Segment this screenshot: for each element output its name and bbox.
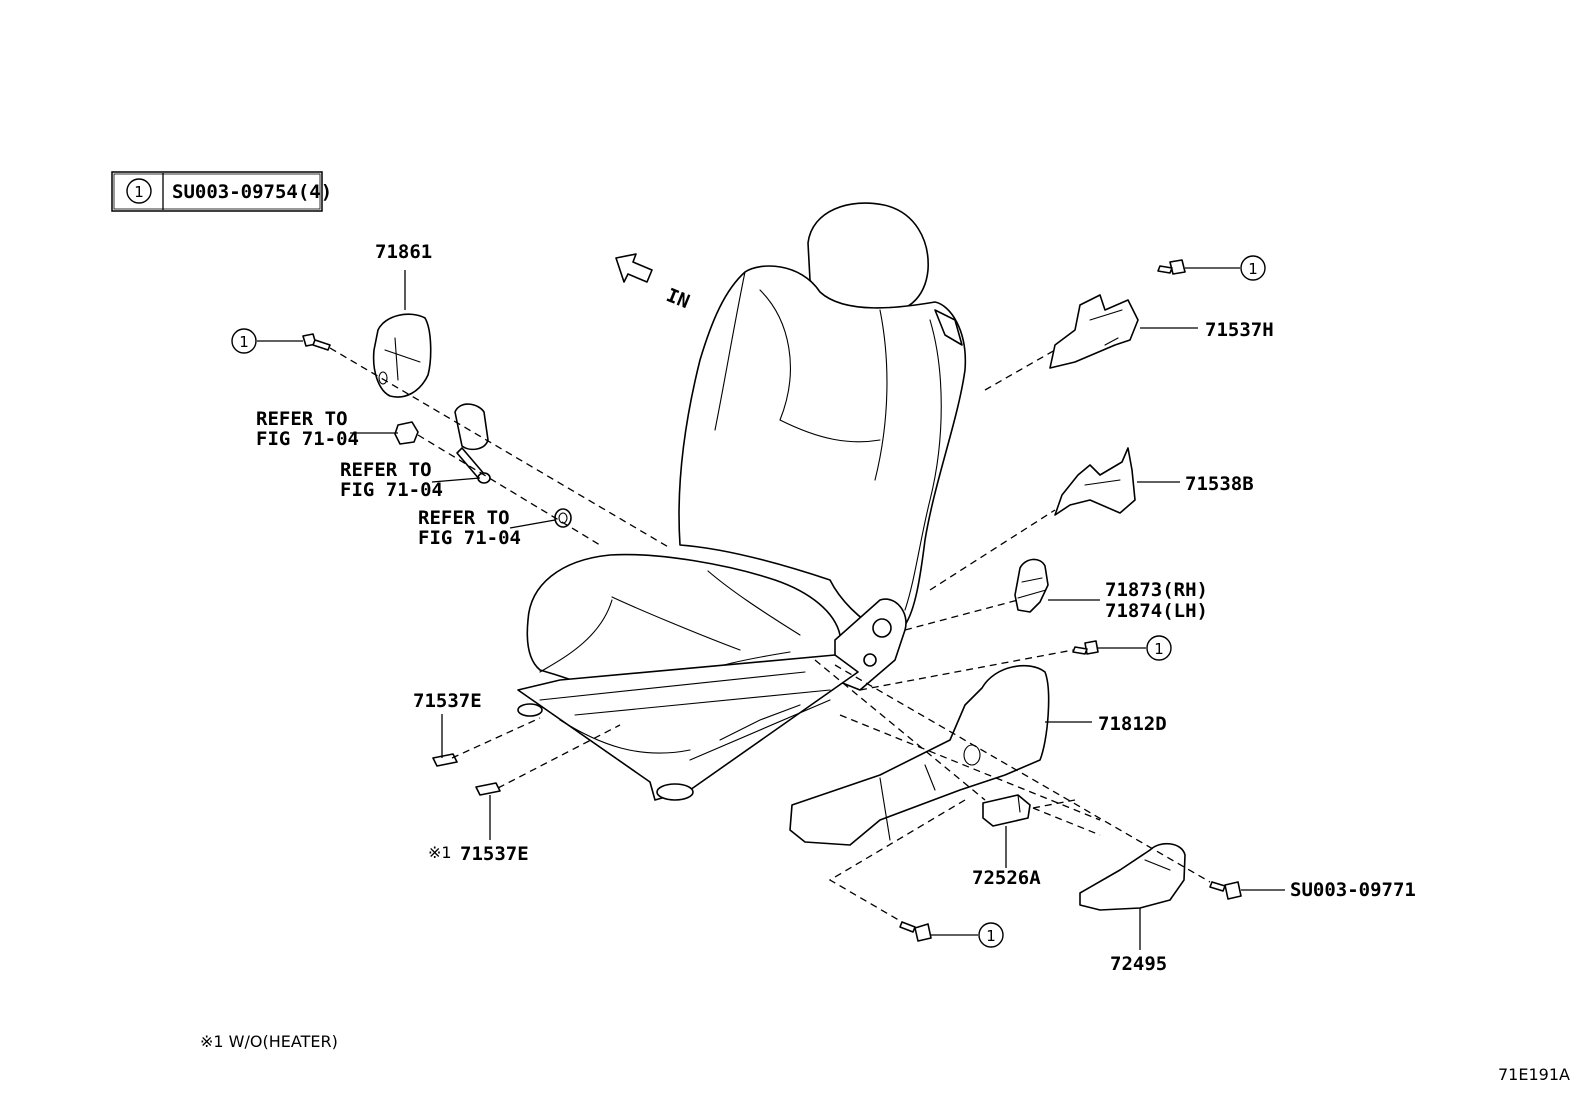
refer-note-3: REFER TO FIG 71-04 bbox=[418, 507, 521, 549]
washer-icon bbox=[554, 508, 572, 528]
bolt-icon bbox=[1209, 881, 1242, 900]
label-71873: 71873(RH) bbox=[1105, 579, 1208, 601]
label-71812d: 71812D bbox=[1098, 713, 1167, 735]
direction-label: IN bbox=[663, 284, 692, 313]
bolt-icon bbox=[1072, 640, 1099, 655]
circle-1-icon bbox=[1240, 255, 1266, 281]
part-72526a-knob bbox=[982, 794, 1031, 827]
part-71537h-cover bbox=[1049, 294, 1139, 369]
part-71537e-clip-alt bbox=[475, 782, 501, 796]
label-71537e-alt-mark: ※1 bbox=[428, 843, 452, 862]
label-72495: 72495 bbox=[1110, 953, 1167, 975]
label-71874: 71874(LH) bbox=[1105, 600, 1208, 622]
figure-code: 71E191A bbox=[1498, 1065, 1570, 1084]
legend-box: 1 SU003-09754(4) bbox=[111, 171, 332, 212]
label-71537e: 71537E bbox=[413, 690, 482, 712]
part-71861-cover bbox=[372, 313, 432, 398]
refer-note-3-line1: REFER TO bbox=[418, 507, 510, 529]
recline-handle bbox=[454, 403, 491, 484]
circle-1-text: 1 bbox=[1248, 260, 1258, 278]
refer-note-2-line1: REFER TO bbox=[340, 459, 432, 481]
legend-part-number: SU003-09754(4) bbox=[172, 181, 332, 203]
seat-assembly bbox=[517, 202, 967, 801]
circle-1-text: 1 bbox=[239, 333, 249, 351]
refer-note-3-line2: FIG 71-04 bbox=[418, 527, 521, 549]
refer-note-1: REFER TO FIG 71-04 bbox=[256, 408, 359, 450]
legend-symbol-text: 1 bbox=[134, 183, 144, 201]
bolt-icon bbox=[899, 921, 932, 942]
part-71538b-cover bbox=[1054, 447, 1136, 516]
refer-note-1-line1: REFER TO bbox=[256, 408, 348, 430]
circle-1-text: 1 bbox=[1154, 640, 1164, 658]
refer-note-2: REFER TO FIG 71-04 bbox=[340, 459, 443, 501]
label-71537e-alt: 71537E bbox=[460, 843, 529, 865]
circle-1-text: 1 bbox=[986, 927, 996, 945]
nut-icon bbox=[394, 421, 419, 445]
refer-note-1-line2: FIG 71-04 bbox=[256, 428, 359, 450]
circle-1-icon bbox=[1146, 635, 1172, 661]
refer-note-2-line2: FIG 71-04 bbox=[340, 479, 443, 501]
part-71873-71874-bracket bbox=[1014, 558, 1049, 613]
label-71538b: 71538B bbox=[1185, 473, 1254, 495]
legend-circle-symbol bbox=[126, 178, 152, 204]
bolt-icon bbox=[302, 333, 331, 351]
label-71537h: 71537H bbox=[1205, 319, 1274, 341]
part-71537e-clip bbox=[432, 753, 458, 767]
label-71861: 71861 bbox=[375, 241, 432, 263]
circle-1-icon bbox=[231, 328, 257, 354]
direction-arrow-icon: IN bbox=[615, 253, 693, 313]
label-su003-09771: SU003-09771 bbox=[1290, 879, 1416, 901]
footnote: ※1 W/O(HEATER) bbox=[200, 1032, 338, 1051]
bolt-icon bbox=[1157, 259, 1186, 275]
part-72495-lever bbox=[1079, 842, 1186, 911]
label-72526a: 72526A bbox=[972, 867, 1041, 889]
circle-1-icon bbox=[978, 922, 1004, 948]
